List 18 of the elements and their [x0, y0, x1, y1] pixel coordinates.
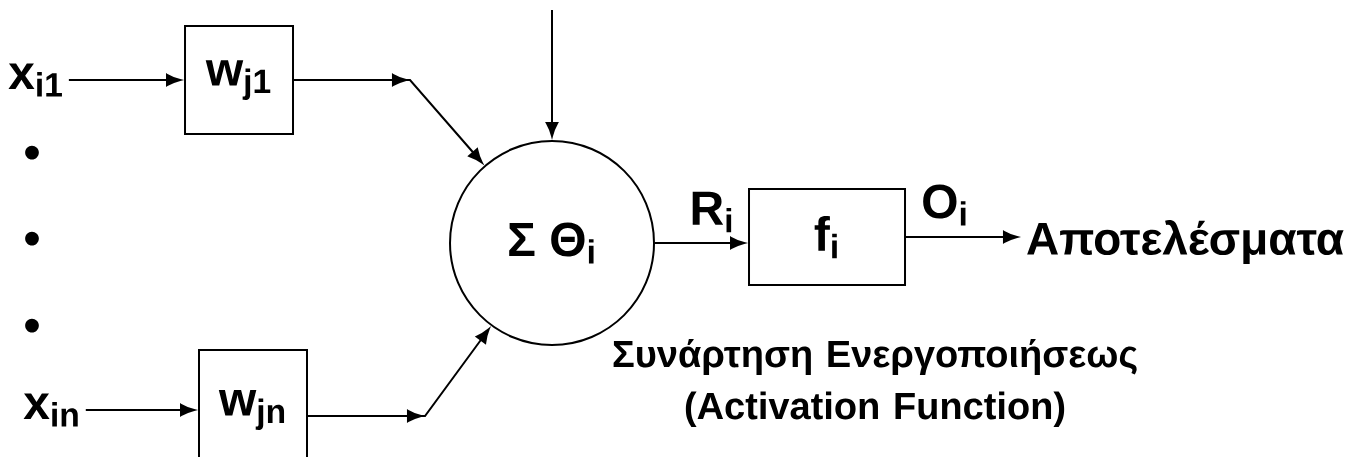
function-box: f$_{i}$ — [748, 188, 906, 286]
arrow — [545, 9, 559, 137]
arrow — [905, 230, 1018, 244]
ellipsis-dot: • — [25, 145, 39, 160]
arrow — [84, 403, 196, 417]
ellipsis-dot: • — [25, 318, 39, 333]
edge-label: O$_{i}$ — [923, 184, 966, 226]
arrow — [293, 73, 483, 164]
edge-label: R$_{i}$ — [692, 191, 732, 233]
weight-box: w$_{j1}$ — [184, 25, 294, 135]
input-label: x$_{i1}$ — [8, 63, 62, 97]
arrow — [654, 236, 745, 250]
arrow — [307, 328, 490, 423]
ellipsis-dot: • — [25, 231, 39, 246]
input-label: x$_{in}$ — [23, 393, 78, 427]
output-label: Αποτελέσματα — [1027, 220, 1344, 264]
weight-box: w$_{jn}$ — [198, 349, 308, 457]
arrow — [67, 73, 182, 87]
